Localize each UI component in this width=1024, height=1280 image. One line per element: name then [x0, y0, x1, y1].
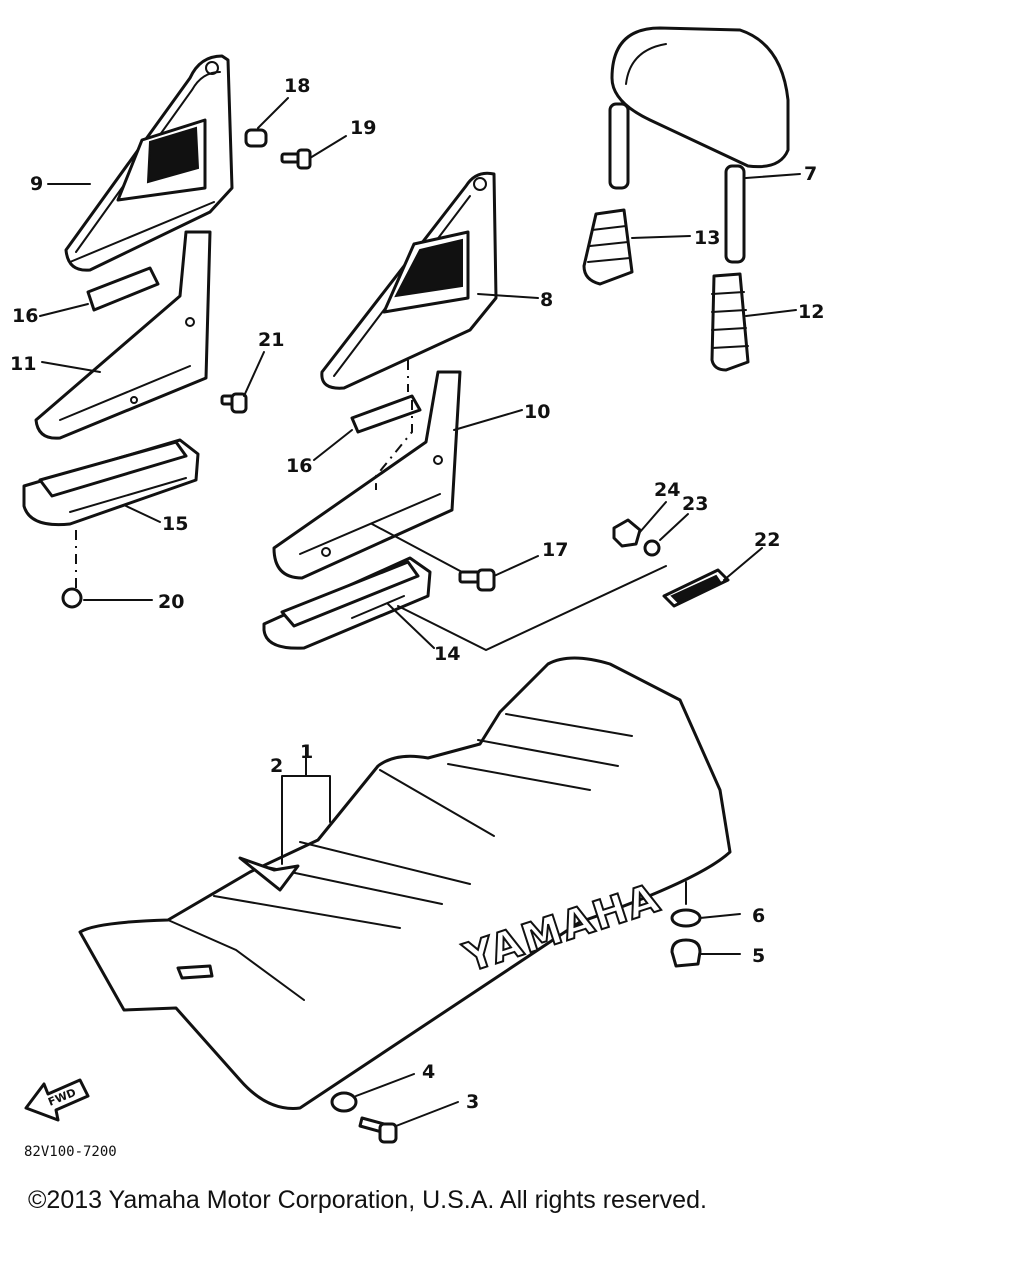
callout-7: 7 [804, 163, 817, 185]
callout-11: 11 [10, 353, 36, 375]
callout-8: 8 [540, 289, 553, 311]
assembly-line [397, 565, 667, 652]
callout-6: 6 [752, 905, 765, 927]
callout-1: 1 [300, 741, 313, 763]
part-23-washer[interactable] [643, 513, 689, 557]
part-16-pad-left[interactable] [39, 266, 160, 317]
callout-23: 23 [682, 493, 708, 515]
part-6-grommet[interactable] [670, 881, 741, 928]
part-17-bolt[interactable] [371, 523, 539, 592]
part-18-collar[interactable] [244, 97, 289, 148]
drawing-code: 82V100-7200 [24, 1144, 117, 1160]
callout-22: 22 [754, 529, 780, 551]
callout-18: 18 [284, 75, 310, 97]
part-11-left-bracket[interactable] [34, 230, 212, 440]
part-1-seat-assembly[interactable]: YAMAHA [78, 656, 732, 1110]
callout-5: 5 [752, 945, 765, 967]
callout-13: 13 [694, 227, 720, 249]
part-4-washer[interactable] [330, 1073, 415, 1113]
part-21-bolt[interactable] [220, 351, 265, 414]
part-3-bolt[interactable] [358, 1101, 459, 1144]
callout-16a: 16 [12, 305, 38, 327]
part-7-backrest[interactable] [608, 26, 801, 264]
callout-24: 24 [654, 479, 680, 501]
part-12-rubber-boot[interactable] [710, 272, 797, 372]
callout-4: 4 [422, 1061, 435, 1083]
callout-2: 2 [270, 755, 283, 777]
callout-15: 15 [162, 513, 188, 535]
part-5-damper[interactable] [670, 938, 741, 968]
bracket-1-2 [281, 745, 331, 865]
part-20-screw[interactable] [61, 530, 153, 609]
forward-arrow-icon: FWD [24, 1078, 90, 1122]
part-22-plate[interactable] [662, 547, 763, 608]
callout-9: 9 [30, 173, 43, 195]
copyright-notice: ©2013 Yamaha Motor Corporation, U.S.A. A… [28, 1186, 707, 1214]
callout-14: 14 [434, 643, 460, 665]
callout-19: 19 [350, 117, 376, 139]
part-13-rubber-boot[interactable] [582, 208, 691, 286]
part-16-pad-center[interactable] [313, 360, 422, 461]
part-24-nut[interactable] [612, 501, 667, 548]
part-8-right-side-cover[interactable] [320, 171, 539, 390]
callout-10: 10 [524, 401, 550, 423]
callout-12: 12 [798, 301, 824, 323]
part-19-bolt[interactable] [280, 135, 347, 170]
part-14-right-footrest[interactable] [262, 556, 435, 650]
callout-17: 17 [542, 539, 568, 561]
callout-21: 21 [258, 329, 284, 351]
part-15-left-footrest[interactable] [22, 438, 200, 527]
callout-20: 20 [158, 591, 184, 613]
callout-16b: 16 [286, 455, 312, 477]
part-10-center-bracket[interactable] [272, 370, 523, 580]
callout-3: 3 [466, 1091, 479, 1113]
part-9-left-side-cover[interactable] [64, 54, 234, 272]
